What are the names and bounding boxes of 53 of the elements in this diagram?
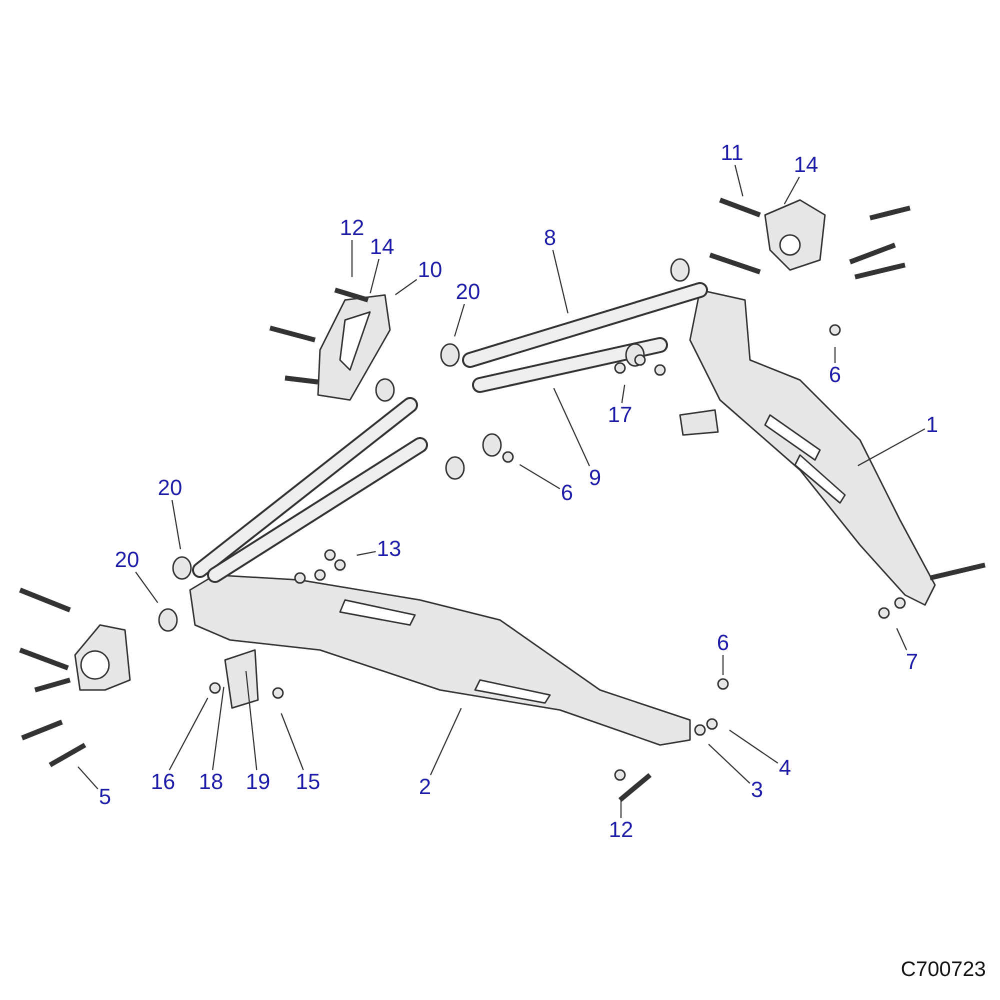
leader-line — [553, 388, 590, 466]
leader-line — [519, 464, 560, 490]
callout-number: 20 — [114, 548, 140, 572]
leader-line — [454, 304, 465, 337]
leader-line — [245, 670, 258, 770]
leader-line — [552, 250, 568, 314]
leader-line — [135, 572, 158, 604]
figure-number: C700723 — [900, 958, 986, 982]
leader-line — [722, 655, 724, 675]
callout-number: 12 — [608, 818, 634, 842]
callout-number: 19 — [244, 770, 272, 794]
leader-line — [351, 240, 353, 277]
leader-line — [708, 744, 750, 784]
leader-line — [356, 551, 376, 556]
leader-line — [621, 384, 626, 404]
callout-number: 11 — [720, 141, 744, 165]
callout-number: 20 — [156, 476, 184, 500]
leader-line — [370, 258, 380, 294]
leader-line — [729, 730, 778, 764]
callout-number: 5 — [98, 785, 112, 809]
callout-number: 20 — [454, 280, 482, 304]
callout-number: 3 — [750, 778, 764, 802]
callout-number: 6 — [560, 481, 574, 505]
callout-number: 16 — [150, 770, 176, 794]
callout-number: 15 — [294, 770, 322, 794]
callout-number: 14 — [368, 235, 396, 259]
callout-number: 10 — [416, 258, 444, 282]
leader-line — [280, 713, 304, 770]
callout-number: 18 — [198, 770, 224, 794]
callout-number: 12 — [338, 216, 366, 240]
leader-line — [212, 686, 224, 770]
callout-number: 1 — [924, 413, 940, 437]
callout-number: 13 — [376, 537, 402, 561]
leader-line — [394, 278, 418, 296]
leader-line — [858, 428, 926, 466]
leader-line — [834, 347, 836, 363]
leader-line — [734, 164, 744, 196]
leader-line — [168, 698, 208, 770]
callout-number: 7 — [904, 650, 920, 674]
leader-line — [784, 176, 800, 204]
callout-number: 8 — [542, 226, 558, 250]
callout-number: 2 — [418, 775, 432, 799]
leader-line — [430, 708, 462, 776]
leader-line — [171, 500, 182, 550]
callout-number: 6 — [716, 631, 730, 655]
callout-number: 9 — [588, 466, 602, 490]
callout-number: 6 — [828, 363, 842, 387]
leader-line — [78, 766, 98, 790]
callout-number: 17 — [606, 403, 634, 427]
leader-line — [620, 799, 622, 818]
callout-number: 4 — [778, 756, 792, 780]
callout-number: 14 — [792, 153, 820, 177]
leader-line — [896, 628, 908, 650]
